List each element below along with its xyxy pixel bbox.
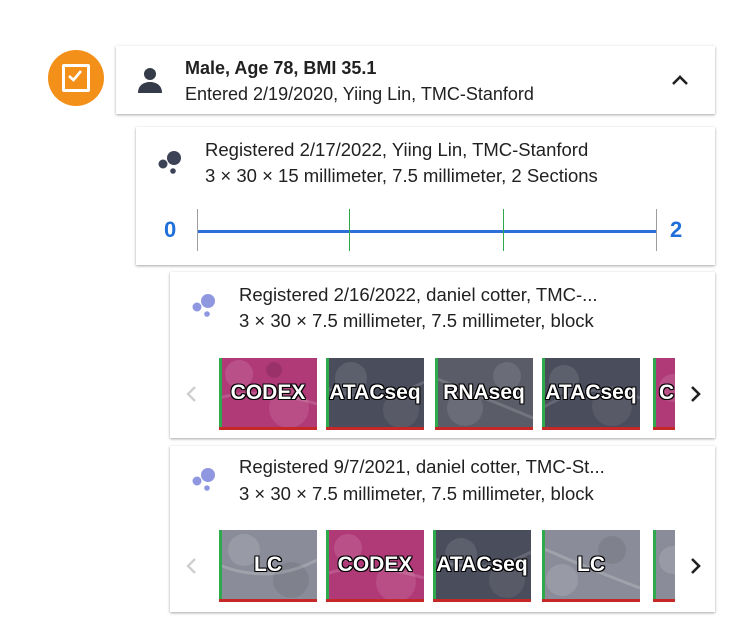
dataset-label: RNAseq (443, 381, 525, 404)
slider-max-label: 2 (670, 217, 683, 242)
chevron-left-icon[interactable] (180, 382, 204, 406)
donor-card[interactable]: Male, Age 78, BMI 35.1 Entered 2/19/2020… (116, 46, 715, 114)
select-checkbox[interactable] (48, 50, 104, 106)
dataset-label: ATACseq (436, 553, 528, 576)
dataset-carousel: LC CODEX ATACseq LC (219, 530, 675, 604)
section-dimensions-text: 3 × 30 × 7.5 millimeter, 7.5 millimeter,… (239, 310, 594, 331)
dataset-label: CODEX (230, 381, 306, 404)
check-icon (62, 64, 90, 92)
dataset-thumbnail[interactable]: CODEX (219, 358, 317, 430)
section-slider-track[interactable] (198, 230, 656, 233)
block-registered-text: Registered 2/17/2022, Yiing Lin, TMC-Sta… (205, 139, 589, 160)
tissue-section-icon (192, 294, 215, 317)
chevron-right-icon[interactable] (683, 554, 707, 578)
dataset-thumbnail[interactable]: ATACseq (542, 358, 640, 430)
dataset-label: LC (577, 553, 605, 576)
section-dimensions-text: 3 × 30 × 7.5 millimeter, 7.5 millimeter,… (239, 483, 594, 504)
section-registered-text: Registered 9/7/2021, daniel cotter, TMC-… (239, 456, 605, 477)
tissue-section-icon (192, 468, 215, 491)
dataset-thumbnail[interactable] (653, 530, 675, 602)
dataset-thumbnail[interactable]: ATACseq (433, 530, 531, 602)
donor-title: Male, Age 78, BMI 35.1 (185, 58, 377, 78)
slider-tick-end (656, 209, 657, 251)
tissue-section-card[interactable]: Registered 2/16/2022, daniel cotter, TMC… (170, 272, 715, 438)
chevron-left-icon[interactable] (180, 554, 204, 578)
slider-tick-section-1[interactable] (349, 209, 350, 251)
dataset-label: ATACseq (329, 381, 421, 404)
dataset-label: CODEX (337, 553, 413, 576)
chevron-up-icon[interactable] (668, 68, 692, 92)
donor-subtitle: Entered 2/19/2020, Yiing Lin, TMC-Stanfo… (185, 84, 534, 104)
slider-tick-section-2[interactable] (503, 209, 504, 251)
dataset-thumbnail[interactable]: RNAseq (435, 358, 533, 430)
section-registered-text: Registered 2/16/2022, daniel cotter, TMC… (239, 284, 598, 305)
dataset-label: ATACseq (545, 381, 637, 404)
dataset-thumbnail[interactable]: C (653, 358, 675, 430)
dataset-thumbnail[interactable]: LC (542, 530, 640, 602)
dataset-label: C (659, 381, 675, 404)
block-dimensions-text: 3 × 30 × 15 millimeter, 7.5 millimeter, … (205, 165, 598, 186)
dataset-thumbnail[interactable]: ATACseq (326, 358, 424, 430)
tissue-block-card[interactable]: Registered 2/17/2022, Yiing Lin, TMC-Sta… (136, 127, 715, 265)
slider-tick-start (197, 209, 198, 251)
dataset-thumbnail[interactable]: LC (219, 530, 317, 602)
slider-min-label: 0 (164, 217, 177, 242)
dataset-thumbnail[interactable]: CODEX (326, 530, 424, 602)
tissue-section-card[interactable]: Registered 9/7/2021, daniel cotter, TMC-… (170, 446, 715, 612)
person-icon (138, 68, 162, 93)
dataset-label: LC (254, 553, 282, 576)
dataset-carousel: CODEX ATACseq RNAseq ATACseq C (219, 358, 675, 432)
tissue-block-icon (158, 151, 181, 174)
chevron-right-icon[interactable] (683, 382, 707, 406)
